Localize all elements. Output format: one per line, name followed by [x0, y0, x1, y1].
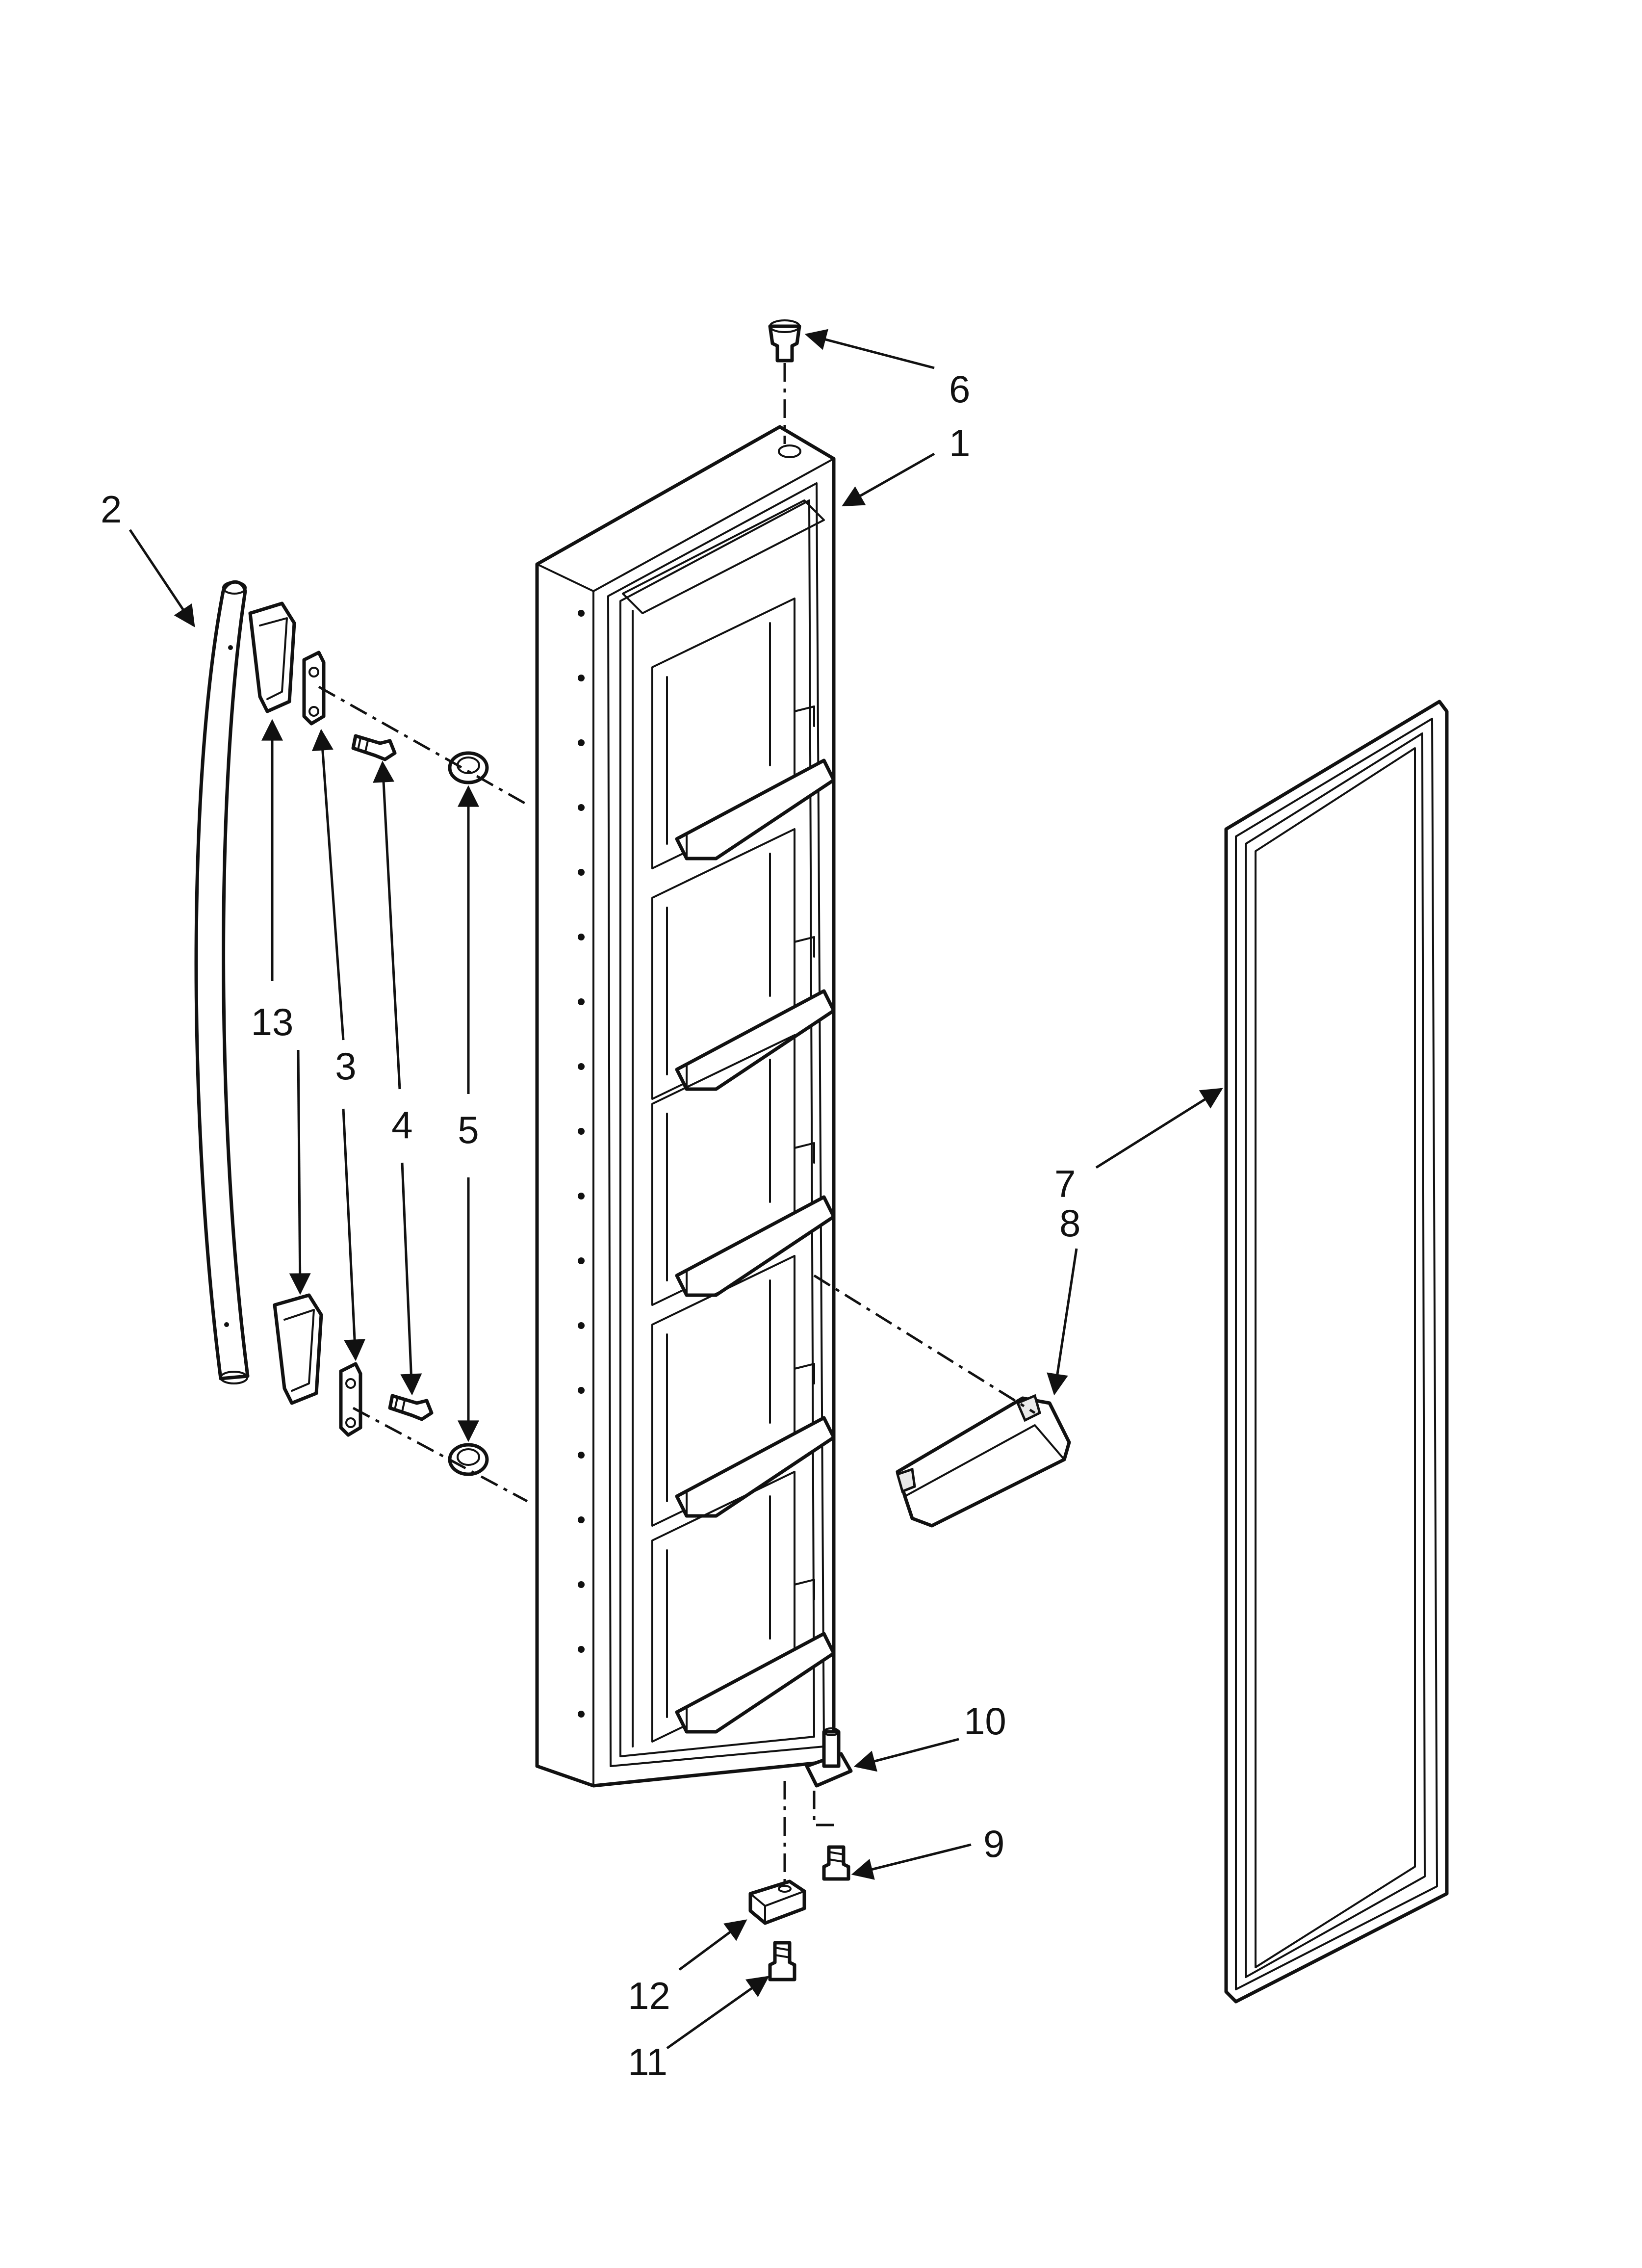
- door-shelves: [651, 598, 836, 1743]
- door-screw-hole: [578, 1711, 585, 1718]
- leader-4-down: [400, 1162, 422, 1396]
- callout-10: 10: [964, 1699, 1006, 1743]
- door-assembly: [535, 425, 836, 1788]
- leader-3-down: [342, 1108, 366, 1361]
- callout-9: 9: [983, 1822, 1004, 1865]
- handle-bracket-bottom: [339, 1362, 362, 1437]
- door-screw-hole: [578, 675, 585, 681]
- handle-bracket-top: [302, 651, 326, 726]
- handle-plug-bottom: [448, 1443, 489, 1476]
- top-hinge-bushing: [768, 319, 801, 363]
- door-screw-hole: [578, 1452, 585, 1459]
- bottom-hinge-pin: [805, 1727, 853, 1788]
- door-screw-hole: [578, 1516, 585, 1523]
- leader-10: [853, 1738, 959, 1772]
- bottom-hinge-bracket: [748, 1879, 806, 1925]
- callout-13: 13: [251, 1000, 294, 1043]
- door-hinge-holes: [578, 610, 585, 1718]
- door-screw-hole: [578, 1646, 585, 1653]
- leader-6: [804, 329, 935, 369]
- callout-2: 2: [101, 488, 122, 531]
- handle-plug-top: [448, 751, 489, 784]
- door-screw-hole: [578, 1063, 585, 1070]
- callout-labels: 6 1 2 13 3 4 5 7 8 10 9 12 11: [101, 367, 1080, 2084]
- door-handle: [194, 580, 250, 1384]
- door-screw-hole: [578, 998, 585, 1005]
- leader-9: [851, 1843, 972, 1880]
- door-screw-hole: [578, 934, 585, 940]
- door-shelf: [651, 1255, 836, 1527]
- door-screw-hole: [578, 869, 585, 876]
- door-screw-hole: [578, 739, 585, 746]
- callout-8: 8: [1059, 1201, 1080, 1245]
- handle-screw-top: [351, 734, 397, 761]
- handle-end-cap-bottom: [273, 1293, 323, 1405]
- hinge-screw: [822, 1845, 850, 1881]
- leader-8: [1047, 1248, 1078, 1396]
- callout-11: 11: [628, 2040, 667, 2084]
- door-screw-hole: [578, 610, 585, 617]
- callout-6: 6: [949, 367, 970, 411]
- callout-7: 7: [1054, 1162, 1076, 1205]
- leader-4-up: [373, 760, 401, 1090]
- door-shelf: [651, 828, 836, 1100]
- leader-lines: [128, 329, 1223, 2050]
- door-screw-hole: [578, 1581, 585, 1588]
- handle-end-cap-top: [248, 601, 296, 713]
- leader-2: [128, 529, 195, 627]
- leader-13-down: [289, 1049, 311, 1295]
- door-screw-hole: [578, 804, 585, 811]
- callout-1: 1: [949, 421, 970, 465]
- door-screw-hole: [578, 1322, 585, 1329]
- door-screw-hole: [578, 1128, 585, 1135]
- door-gasket: [1224, 700, 1449, 2004]
- handle-screw-bottom: [388, 1394, 434, 1421]
- door-shelf: [651, 1471, 836, 1743]
- door-shelf: [651, 1034, 836, 1306]
- leader-12: [678, 1919, 747, 1971]
- leader-1: [842, 452, 935, 507]
- callout-12: 12: [628, 1974, 670, 2017]
- door-bin: [896, 1394, 1071, 1528]
- callout-3: 3: [335, 1044, 356, 1088]
- door-screw-hole: [578, 1257, 585, 1264]
- door-shelf: [651, 598, 836, 869]
- hinge-hole: [778, 444, 801, 458]
- callout-4: 4: [391, 1103, 412, 1147]
- leader-3-up: [311, 729, 345, 1041]
- door-screw-hole: [578, 1193, 585, 1199]
- leader-11: [666, 1976, 770, 2050]
- callout-5: 5: [458, 1108, 479, 1151]
- bracket-screw: [768, 1941, 796, 1981]
- leader-7: [1095, 1088, 1223, 1169]
- door-screw-hole: [578, 1387, 585, 1394]
